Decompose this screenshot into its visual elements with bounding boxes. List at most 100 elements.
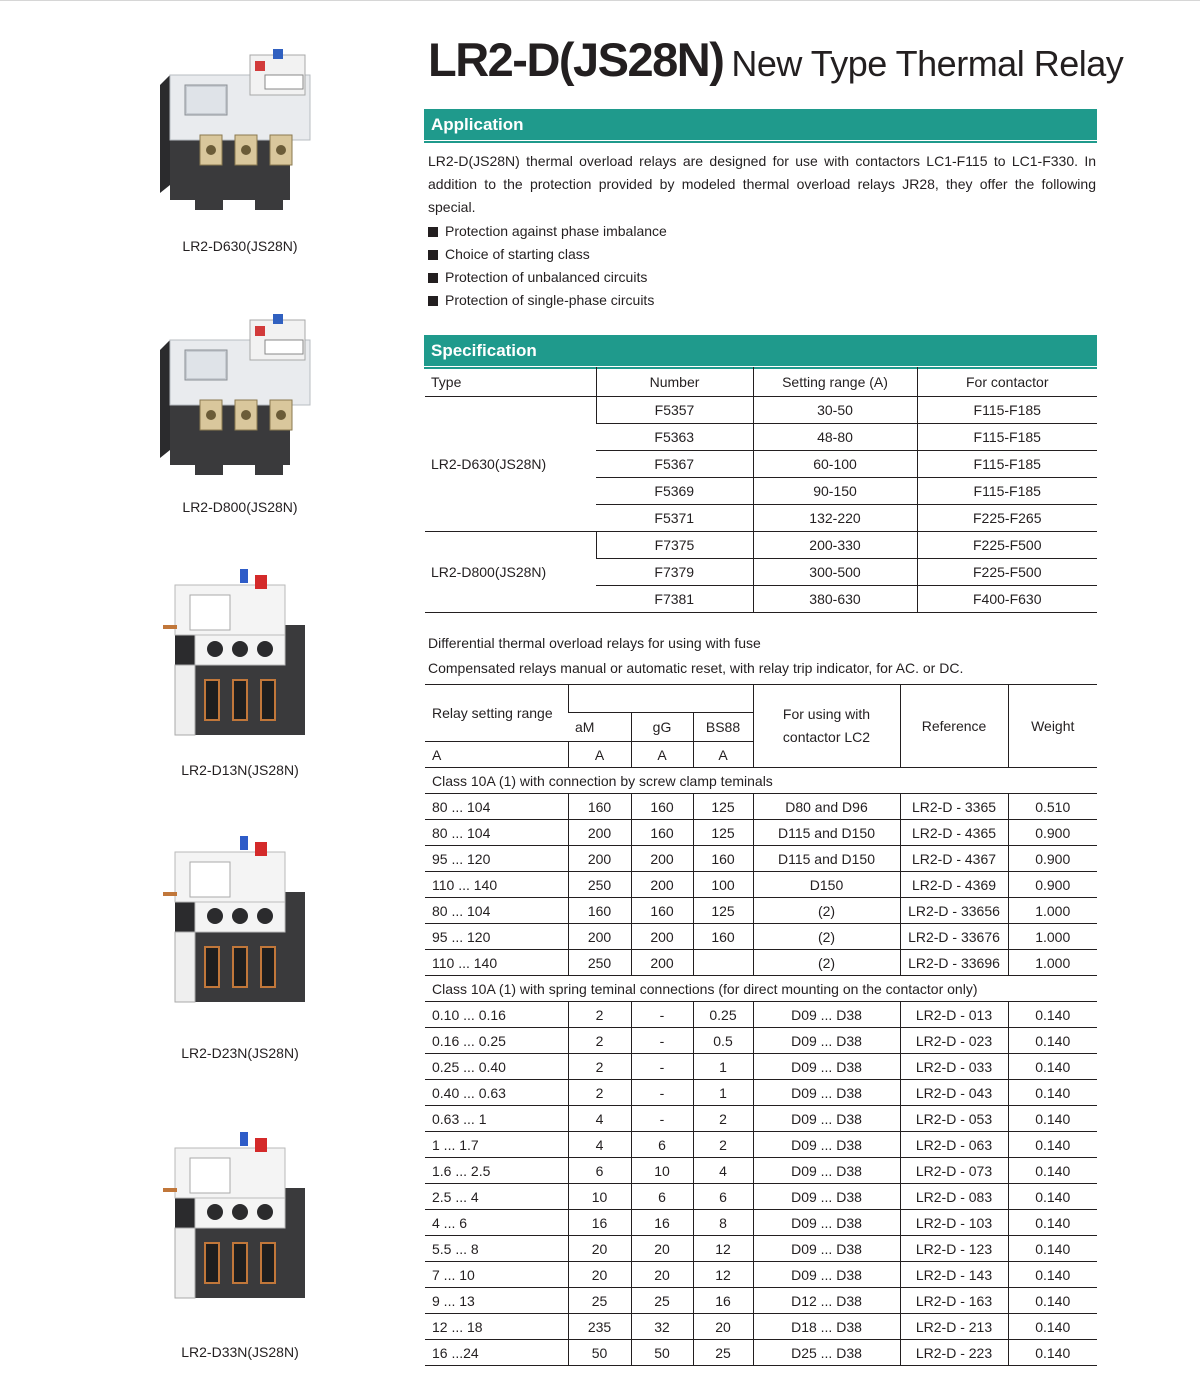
table-cell: 160 — [630, 819, 693, 846]
table-cell: D12 ... D38 — [752, 1287, 900, 1314]
table-cell: 80 ... 104 — [425, 819, 568, 846]
table-cell: 0.40 ... 0.63 — [425, 1079, 568, 1106]
table-cell: 0.63 ... 1 — [425, 1105, 568, 1132]
table-cell: D25 ... D38 — [752, 1339, 900, 1366]
bullet-item: Protection against phase imbalance — [428, 220, 667, 243]
table-cell: 0.140 — [1007, 1079, 1097, 1106]
table-cell: 20 — [692, 1313, 753, 1340]
table-cell: 0.5 — [692, 1027, 753, 1054]
unit-range: A — [425, 741, 568, 768]
table-cell: LR2-D - 023 — [899, 1027, 1008, 1054]
table-cell: 200 — [630, 845, 693, 872]
table-cell: 1.6 ... 2.5 — [425, 1157, 568, 1184]
table-cell: LR2-D - 053 — [899, 1105, 1008, 1132]
table-cell: - — [630, 1105, 693, 1132]
bullet-item: Protection of unbalanced circuits — [428, 266, 667, 289]
relay-large-photo — [159, 48, 311, 211]
table-cell: 160 — [567, 897, 631, 924]
table-cell: 25 — [567, 1287, 631, 1314]
spec-cell: 200-330 — [752, 531, 917, 559]
table-cell: 0.140 — [1007, 1053, 1097, 1080]
product-lr2-d800: LR2-D800(JS28N) — [140, 300, 340, 515]
table-cell: 20 — [630, 1261, 693, 1288]
table-cell: 25 — [630, 1287, 693, 1314]
table-cell: 160 — [630, 897, 693, 924]
table-cell: 95 ... 120 — [425, 845, 568, 872]
table-cell: D09 ... D38 — [752, 1105, 900, 1132]
table-cell: LR2-D - 143 — [899, 1261, 1008, 1288]
spec-header-cell: Number — [595, 367, 753, 397]
header-relay-setting-range: Relay setting range — [432, 705, 553, 721]
table-cell: 160 — [567, 793, 631, 820]
application-heading: Application — [424, 109, 1097, 143]
table-cell: 1.000 — [1007, 949, 1097, 976]
table-cell: 6 — [567, 1157, 631, 1184]
spec-cell: F225-F500 — [916, 531, 1097, 559]
title-model: LR2-D(JS28N) — [428, 33, 725, 86]
relay-small-photo — [162, 835, 306, 1003]
table-cell: LR2-D - 083 — [899, 1183, 1008, 1210]
table-cell: (2) — [752, 923, 900, 950]
table-cell: D09 ... D38 — [752, 1131, 900, 1158]
spec-cell: F7375 — [595, 531, 753, 559]
table-cell: 16 — [567, 1209, 631, 1236]
table-cell: LR2-D - 33656 — [899, 897, 1008, 924]
table-cell: 0.900 — [1007, 819, 1097, 846]
table-cell: 0.140 — [1007, 1209, 1097, 1236]
unit-gg: A — [630, 741, 693, 768]
table-cell: D09 ... D38 — [752, 1183, 900, 1210]
table-cell: LR2-D - 213 — [899, 1313, 1008, 1340]
table-cell: 160 — [692, 923, 753, 950]
table-cell: 4 — [692, 1157, 753, 1184]
table-cell: D09 ... D38 — [752, 1209, 900, 1236]
table-cell: 25 — [692, 1339, 753, 1366]
product-lr2-d630: LR2-D630(JS28N) — [140, 35, 340, 254]
spec-cell: F115-F185 — [916, 396, 1097, 424]
table-cell: 160 — [692, 845, 753, 872]
bullet-item: Protection of single-phase circuits — [428, 289, 667, 312]
spec-header-cell: For contactor — [916, 367, 1097, 397]
table-cell: 12 ... 18 — [425, 1313, 568, 1340]
table-cell: 80 ... 104 — [425, 897, 568, 924]
header-reference: Reference — [899, 684, 1008, 768]
table-cell: 0.10 ... 0.16 — [425, 1001, 568, 1028]
spec-type-cell: LR2-D800(JS28N) — [425, 531, 596, 613]
table-cell: 10 — [567, 1183, 631, 1210]
table-cell: - — [630, 1079, 693, 1106]
table-cell: 0.510 — [1007, 793, 1097, 820]
relay-large-photo — [159, 313, 311, 476]
header-am: aM — [568, 712, 631, 742]
table-cell: LR2-D - 223 — [899, 1339, 1008, 1366]
table-cell: D09 ... D38 — [752, 1235, 900, 1262]
table-cell: 50 — [567, 1339, 631, 1366]
table-cell: 50 — [630, 1339, 693, 1366]
table-cell: D115 and D150 — [752, 845, 900, 872]
table-cell: 235 — [567, 1313, 631, 1340]
spec-cell: F400-F630 — [916, 585, 1097, 613]
table-cell: 6 — [630, 1183, 693, 1210]
table-cell: 0.140 — [1007, 1027, 1097, 1054]
header-bs88: BS88 — [692, 712, 753, 742]
table-cell: 10 — [630, 1157, 693, 1184]
table-cell: 20 — [567, 1235, 631, 1262]
spec-cell: 380-630 — [752, 585, 917, 613]
table-cell: 200 — [630, 871, 693, 898]
unit-bs88: A — [692, 741, 753, 768]
table-cell: LR2-D - 103 — [899, 1209, 1008, 1236]
table-cell: 4 ... 6 — [425, 1209, 568, 1236]
table-cell: D09 ... D38 — [752, 1053, 900, 1080]
product-caption: LR2-D13N(JS28N) — [181, 762, 299, 778]
table-cell: - — [630, 1053, 693, 1080]
unit-am: A — [567, 741, 631, 768]
header-for-contactor: For using with contactor LC2 — [752, 684, 900, 768]
table-cell: 1 — [692, 1079, 753, 1106]
section-row: Class 10A (1) with spring teminal connec… — [425, 975, 1097, 1002]
